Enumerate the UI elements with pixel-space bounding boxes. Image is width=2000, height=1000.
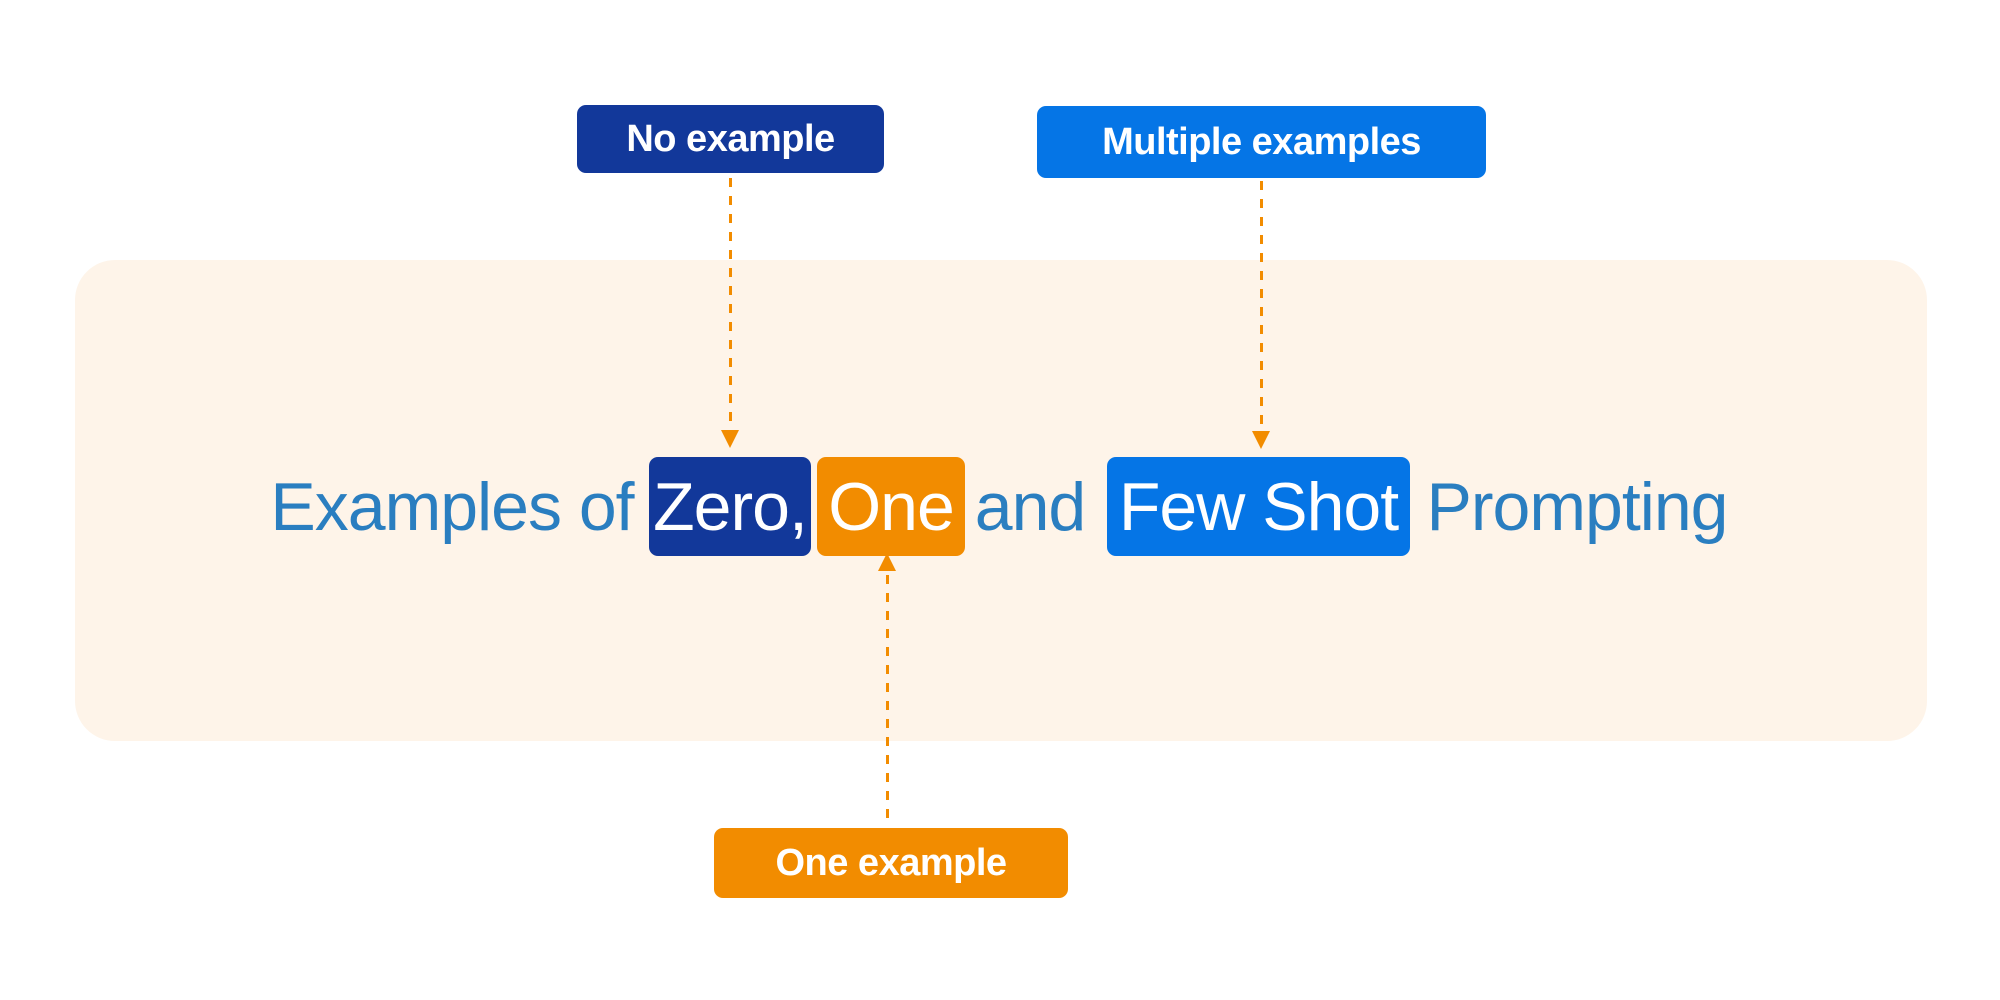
- one-connector-line: [886, 575, 889, 824]
- no-example-label-text: No example: [626, 117, 835, 160]
- multiple-examples-label-text: Multiple examples: [1102, 120, 1421, 163]
- few-arrow-down-icon: [1252, 431, 1270, 449]
- one-arrow-up-icon: [878, 553, 896, 571]
- title-suffix-text: Prompting: [1426, 468, 1729, 545]
- diagram-panel: [75, 260, 1927, 741]
- no-example-label: No example: [577, 105, 884, 173]
- one-highlight: One: [817, 457, 965, 556]
- few-shot-highlight: Few Shot: [1107, 457, 1410, 556]
- title-conjunction: and: [970, 457, 1090, 556]
- one-highlight-text: One: [828, 468, 955, 545]
- title-suffix: Prompting: [1416, 457, 1738, 556]
- multiple-examples-label: Multiple examples: [1037, 106, 1486, 178]
- few-shot-highlight-text: Few Shot: [1118, 468, 1399, 545]
- zero-arrow-down-icon: [721, 430, 739, 448]
- few-connector-line: [1260, 181, 1263, 432]
- title-prefix: Examples of: [262, 457, 642, 556]
- title-conjunction-text: and: [974, 468, 1086, 545]
- one-example-label: One example: [714, 828, 1068, 898]
- one-example-label-text: One example: [775, 841, 1007, 884]
- zero-connector-line: [729, 178, 732, 432]
- zero-highlight: Zero,: [649, 457, 811, 556]
- zero-highlight-text: Zero,: [653, 468, 808, 545]
- title-prefix-text: Examples of: [270, 468, 634, 545]
